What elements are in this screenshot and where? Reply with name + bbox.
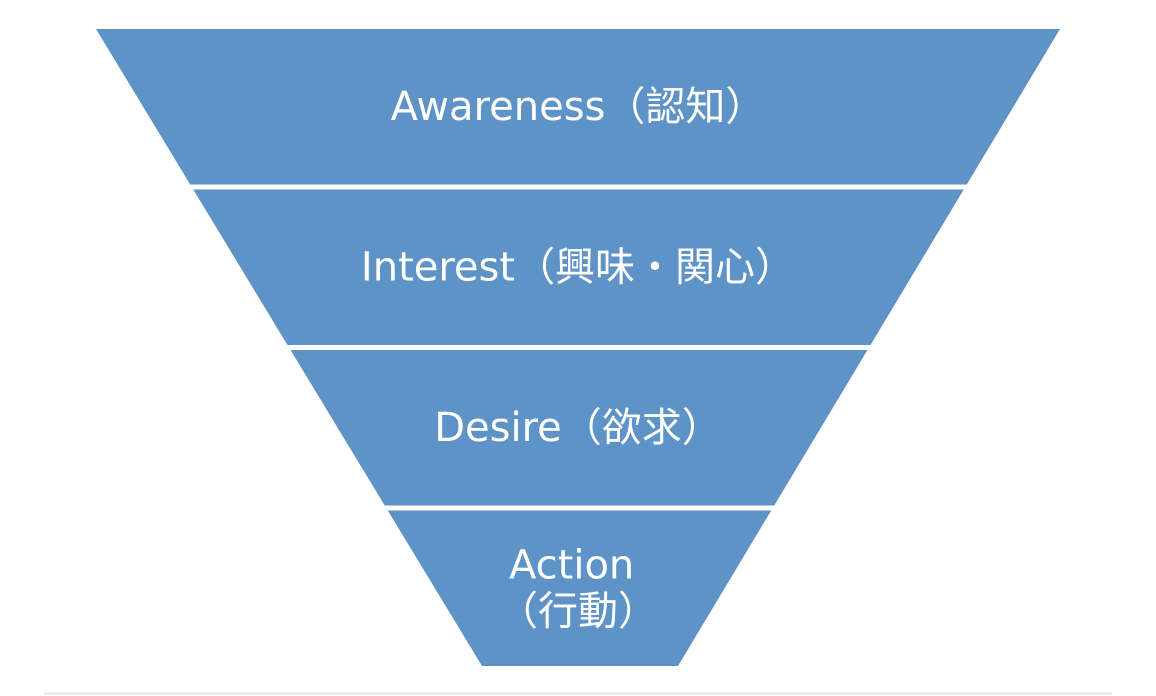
funnel-band-desire	[290, 350, 868, 506]
funnel-band-interest	[193, 189, 964, 345]
stage-label-awareness: Awareness（認知）	[391, 84, 766, 130]
funnel-stage-action: Action （行動）	[387, 510, 772, 666]
stage-label-interest: Interest（興味・関心）	[361, 244, 795, 290]
funnel-stage-awareness: Awareness（認知）	[96, 29, 1060, 185]
funnel-stage-desire: Desire（欲求）	[290, 350, 868, 506]
funnel-band-action	[387, 510, 772, 666]
stage-label-line: Action	[509, 542, 634, 588]
stage-label-line: （行動）	[498, 588, 658, 634]
stage-label-line: Desire（欲求）	[434, 405, 722, 451]
stage-label-line: Awareness（認知）	[391, 84, 766, 130]
stage-label-desire: Desire（欲求）	[434, 405, 722, 451]
funnel-stage-interest: Interest（興味・関心）	[193, 189, 964, 345]
bottom-divider	[44, 692, 1112, 695]
stage-label-action: Action （行動）	[498, 542, 658, 634]
funnel-band-awareness	[96, 29, 1060, 185]
stage-label-line: Interest（興味・関心）	[361, 244, 795, 290]
